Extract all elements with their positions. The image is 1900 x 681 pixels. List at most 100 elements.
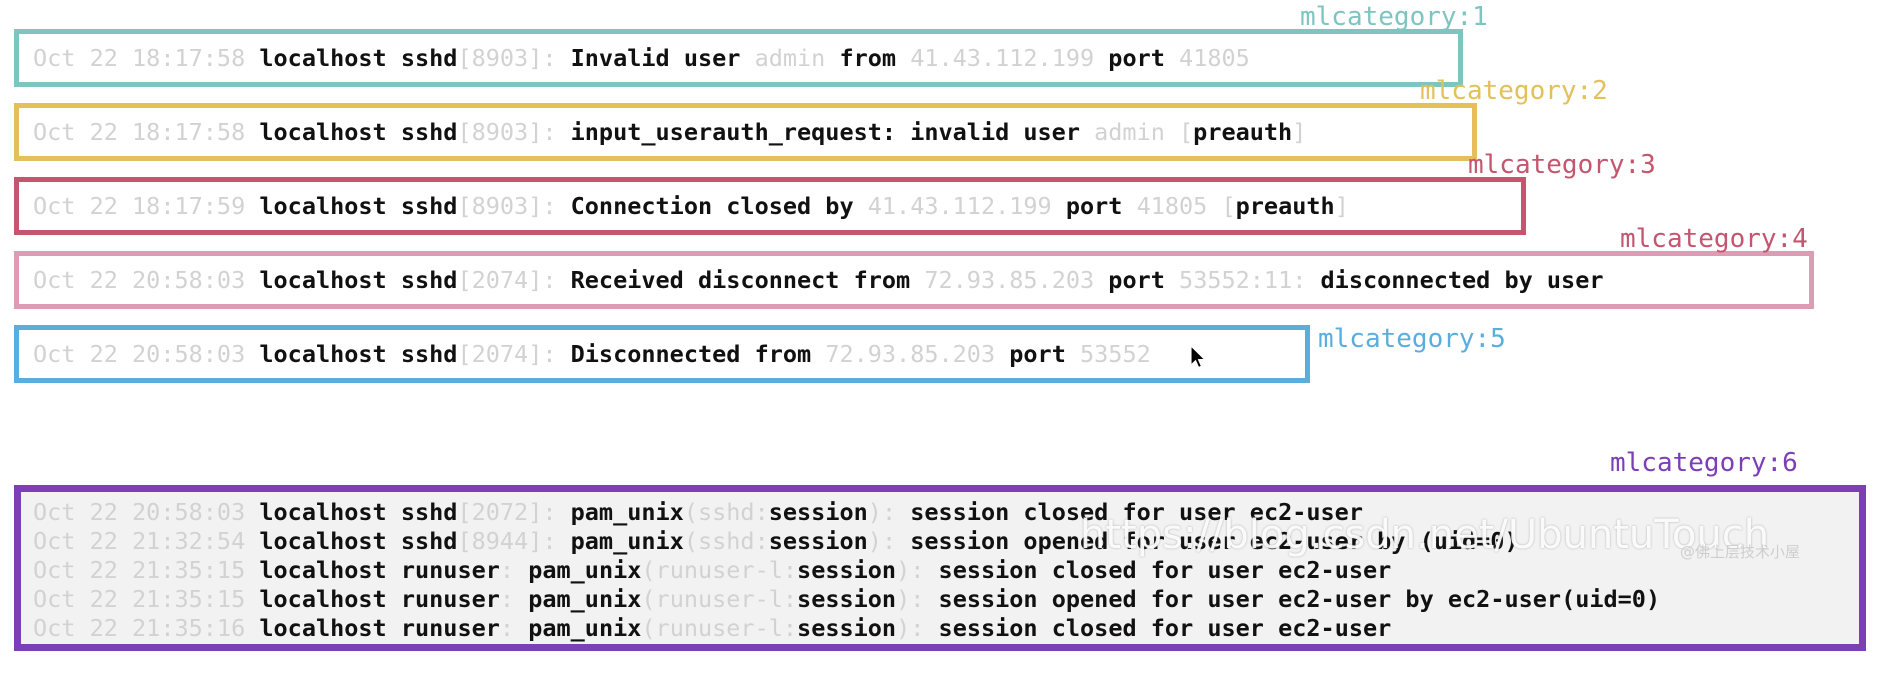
log-token: [8944]:	[457, 527, 571, 555]
log-line: Oct 22 20:58:03 localhost sshd[2074]: Di…	[19, 340, 1305, 369]
log-token: Oct 22 20:58:03	[33, 339, 260, 368]
log-token: session	[797, 614, 897, 642]
log-token: :	[910, 614, 939, 642]
log-token: pam_unix	[570, 527, 684, 555]
log-token: )	[867, 527, 882, 555]
log-token: [8903]:	[457, 43, 571, 72]
log-token: admin	[754, 43, 840, 72]
log-token: session	[768, 527, 868, 555]
log-token: :	[754, 527, 769, 555]
log-token: (	[683, 527, 698, 555]
mlcategory-label-2: mlcategory:2	[1420, 76, 1608, 106]
mlcategory-label-3: mlcategory:3	[1468, 150, 1656, 180]
log-token: [2072]:	[457, 498, 571, 526]
log-token: preauth	[1193, 117, 1293, 146]
log-token: Oct 22 20:58:03	[33, 498, 260, 526]
log-token: input_userauth_request: invalid user	[570, 117, 1095, 146]
log-token: [8903]:	[457, 191, 571, 220]
log-token: Oct 22 21:35:15	[33, 585, 260, 613]
log-token: runuser-l	[655, 614, 783, 642]
log-token: Received disconnect from	[570, 265, 925, 294]
log-token: Oct 22 21:35:16	[33, 614, 260, 642]
log-token: :	[910, 585, 939, 613]
log-token: session	[797, 585, 897, 613]
log-token: ]	[1292, 117, 1307, 146]
mlcategory-label-6: mlcategory:6	[1610, 448, 1798, 478]
log-token: [2074]:	[457, 265, 571, 294]
log-token: Oct 22 21:32:54	[33, 527, 260, 555]
log-token: session closed for user ec2-user	[938, 614, 1392, 642]
log-token: )	[896, 556, 911, 584]
log-token: localhost sshd	[259, 117, 458, 146]
log-token: (	[641, 556, 656, 584]
log-token: )	[896, 614, 911, 642]
log-category-box-6[interactable]: Oct 22 20:58:03 localhost sshd[2072]: pa…	[14, 485, 1866, 651]
log-token: from	[839, 43, 911, 72]
log-token: localhost sshd	[259, 191, 458, 220]
log-token: 41805	[1179, 43, 1250, 72]
log-token: pam_unix	[528, 556, 642, 584]
log-line: Oct 22 20:58:03 localhost sshd[2072]: pa…	[21, 498, 1859, 527]
log-token: session	[797, 556, 897, 584]
log-token: Invalid user	[570, 43, 755, 72]
log-token: pam_unix	[570, 498, 684, 526]
log-token: ]	[1334, 191, 1349, 220]
log-token: :	[499, 585, 529, 613]
log-token: Oct 22 21:35:15	[33, 556, 260, 584]
log-token: admin	[1094, 117, 1180, 146]
log-token: sshd	[697, 498, 755, 526]
log-token: Oct 22 18:17:59	[33, 191, 260, 220]
mlcategory-label-1: mlcategory:1	[1300, 2, 1488, 32]
log-token: :	[754, 498, 769, 526]
mlcategory-label-5: mlcategory:5	[1318, 324, 1506, 354]
log-token: [8903]:	[457, 117, 571, 146]
log-token: 41.43.112.199	[910, 43, 1109, 72]
log-token: preauth	[1235, 191, 1335, 220]
log-token: Oct 22 18:17:58	[33, 117, 260, 146]
log-category-box-3[interactable]: Oct 22 18:17:59 localhost sshd[8903]: Co…	[14, 177, 1526, 235]
log-line: Oct 22 18:17:58 localhost sshd[8903]: In…	[19, 44, 1458, 73]
log-token: session opened for user ec2-user by ec2-…	[938, 585, 1661, 613]
log-token: :	[782, 556, 798, 584]
log-token: Oct 22 18:17:58	[33, 43, 260, 72]
log-token: 41.43.112.199	[867, 191, 1066, 220]
log-category-box-1[interactable]: Oct 22 18:17:58 localhost sshd[8903]: In…	[14, 29, 1463, 87]
log-token: [	[1221, 191, 1236, 220]
log-token: localhost sshd	[259, 265, 458, 294]
log-token: localhost sshd	[259, 498, 458, 526]
log-token: disconnected by user	[1320, 265, 1604, 294]
log-token: :	[499, 556, 529, 584]
log-token: port	[1108, 43, 1180, 72]
log-token: )	[867, 498, 882, 526]
log-token: 53552:11:	[1179, 265, 1321, 294]
log-token: (	[641, 585, 656, 613]
log-token: localhost sshd	[259, 339, 458, 368]
log-token: session closed for user ec2-user	[938, 556, 1392, 584]
log-category-box-5[interactable]: Oct 22 20:58:03 localhost sshd[2074]: Di…	[14, 325, 1310, 383]
log-token: runuser-l	[655, 585, 783, 613]
log-token: (	[641, 614, 656, 642]
log-token: :	[499, 614, 529, 642]
log-token: localhost sshd	[259, 43, 458, 72]
log-token: localhost runuser	[259, 556, 500, 584]
log-token: 41805	[1136, 191, 1222, 220]
log-token: localhost runuser	[259, 585, 500, 613]
log-token: :	[881, 527, 911, 555]
log-line: Oct 22 21:35:15 localhost runuser: pam_u…	[21, 585, 1859, 614]
log-token: pam_unix	[528, 614, 642, 642]
log-line: Oct 22 18:17:58 localhost sshd[8903]: in…	[19, 118, 1472, 147]
mlcategory-label-4: mlcategory:4	[1620, 224, 1808, 254]
log-token: sshd	[697, 527, 755, 555]
log-token: 72.93.85.203	[924, 265, 1109, 294]
log-category-box-4[interactable]: Oct 22 20:58:03 localhost sshd[2074]: Re…	[14, 251, 1814, 309]
log-line: Oct 22 18:17:59 localhost sshd[8903]: Co…	[19, 192, 1521, 221]
log-token: (	[683, 498, 698, 526]
log-token: 53552	[1080, 339, 1151, 368]
log-token: port	[1108, 265, 1180, 294]
log-token: :	[782, 614, 798, 642]
log-token: :	[910, 556, 939, 584]
log-category-box-2[interactable]: Oct 22 18:17:58 localhost sshd[8903]: in…	[14, 103, 1477, 161]
log-line: Oct 22 21:35:16 localhost runuser: pam_u…	[21, 614, 1859, 643]
log-token: session opened for user ec2-user by (uid…	[910, 527, 1519, 555]
